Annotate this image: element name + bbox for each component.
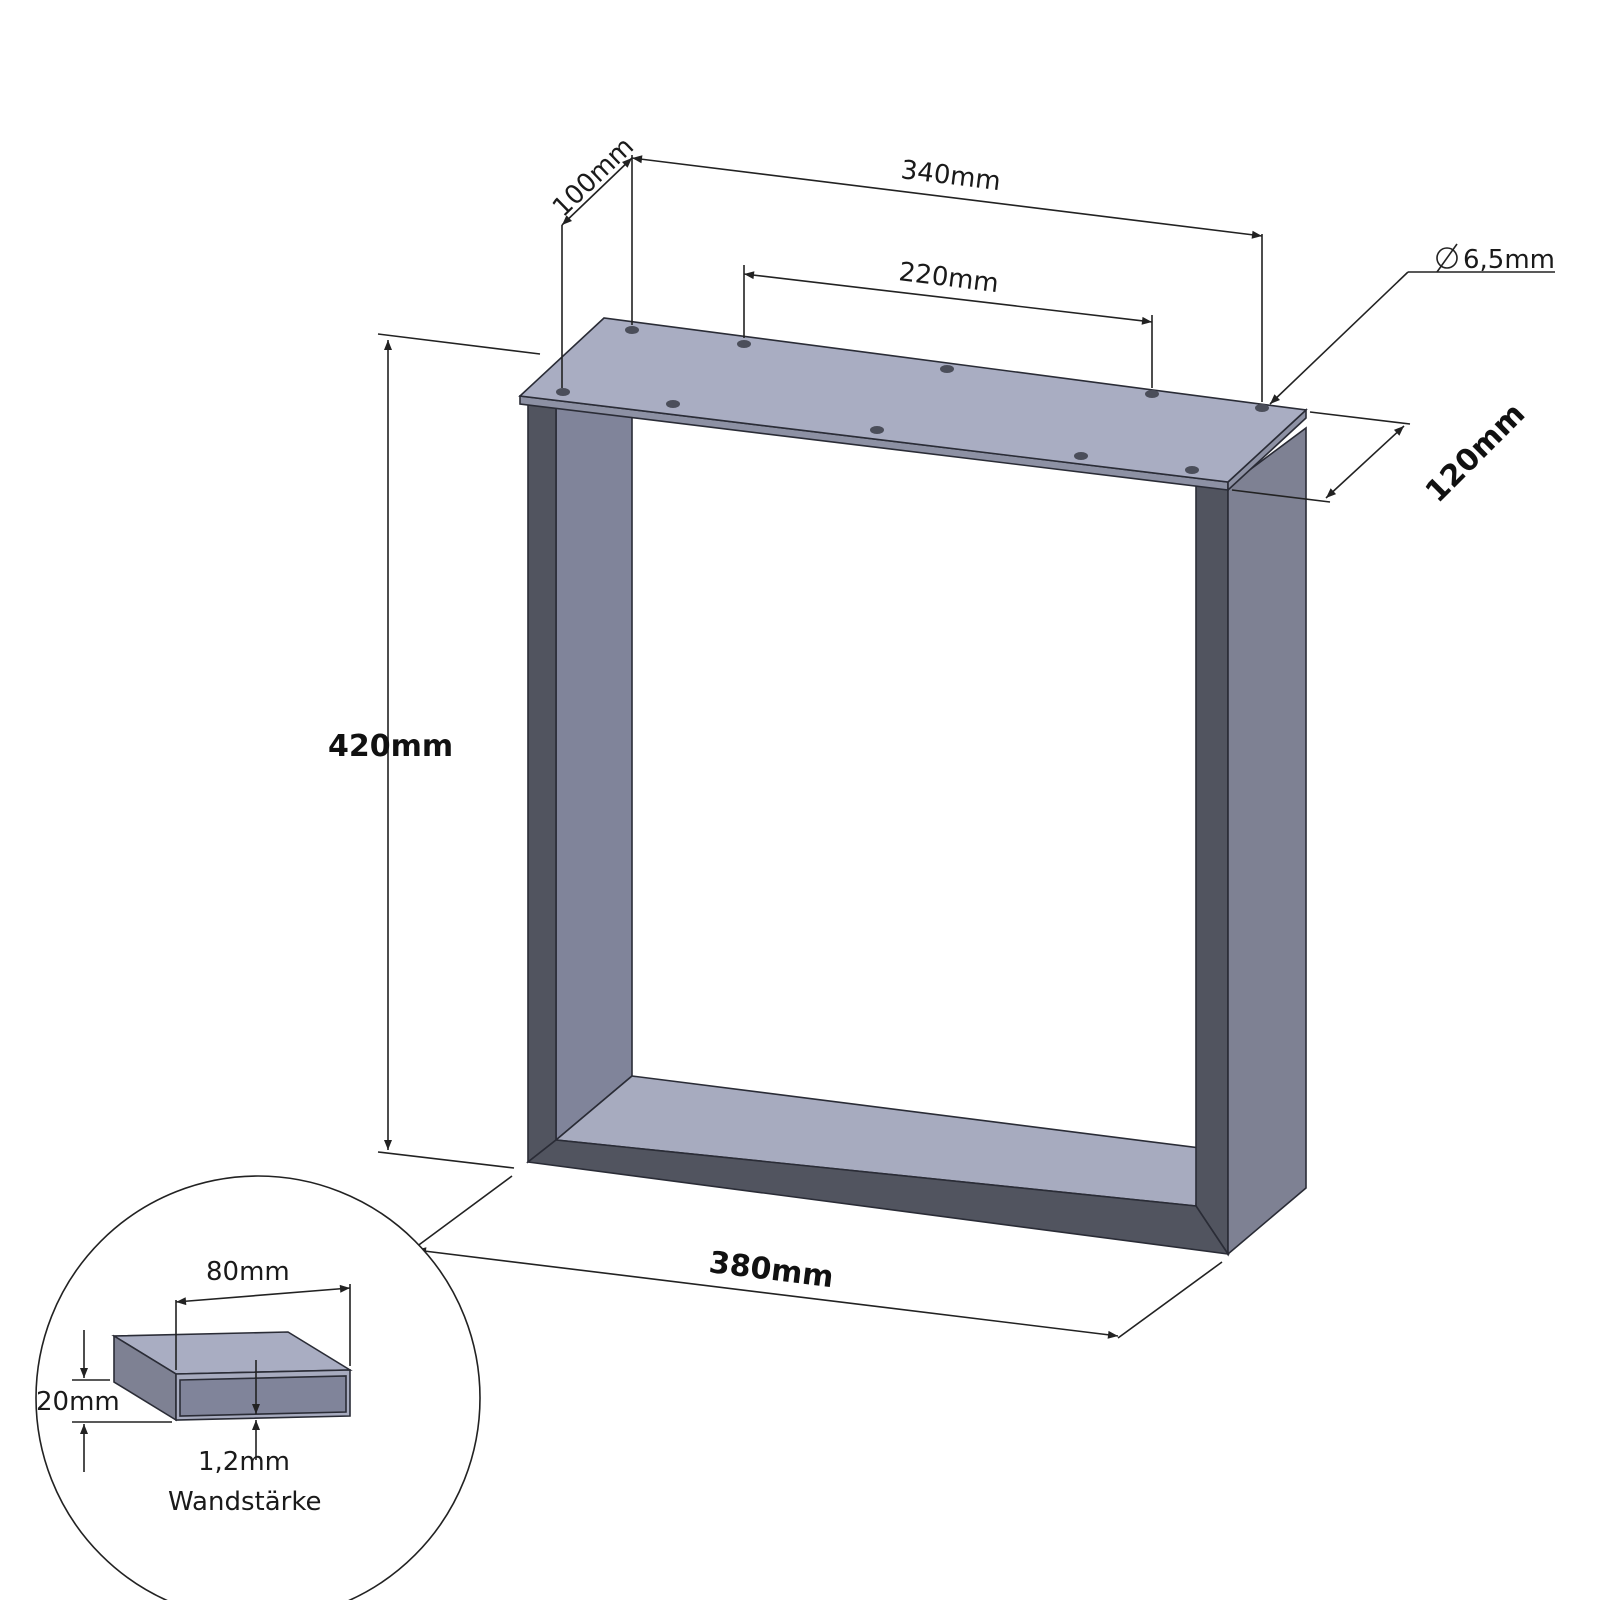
right-post-front: [1195, 479, 1229, 1257]
bottom-bar-front: [526, 1139, 1230, 1256]
dim-height-label: 420mm: [328, 729, 453, 764]
wall-label: Wandstärke: [168, 1487, 321, 1517]
top-plate: [518, 317, 1308, 483]
left-post-front: [527, 397, 557, 1164]
profile-detail: 80mm 20mm 1,2mm Wandstärke: [35, 1175, 481, 1600]
profile-opening: [179, 1375, 347, 1417]
hole-icon: [940, 365, 954, 373]
wall-thickness-label: 1,2mm: [198, 1447, 290, 1477]
dim-hole-span-label: 340mm: [899, 155, 1002, 197]
dim-hole-diameter-label: 6,5mm: [1463, 245, 1555, 275]
u-frame-leg: [518, 317, 1308, 1257]
profile-height-label: 20mm: [36, 1387, 120, 1417]
right-post-side: [1227, 426, 1307, 1256]
hole-icon: [870, 426, 884, 434]
dim-hole-diameter: 6,5mm: [1269, 243, 1555, 405]
diameter-icon: [1436, 243, 1458, 273]
hole-icon: [1145, 390, 1159, 398]
left-inner-wall: [555, 401, 633, 1142]
hole-icon: [556, 388, 570, 396]
dim-depth-top-label: 100mm: [547, 132, 640, 223]
dim-height: 420mm: [328, 333, 541, 1169]
hole-icon: [666, 400, 680, 408]
dim-depth-right-label: 120mm: [1419, 396, 1532, 509]
profile-width-label: 80mm: [206, 1257, 290, 1287]
dim-inner-hole-span-label: 220mm: [897, 257, 1000, 299]
hole-icon: [1185, 466, 1199, 474]
hole-icon: [1074, 452, 1088, 460]
hole-icon: [625, 326, 639, 334]
mounting-holes: [556, 326, 1269, 474]
hole-icon: [737, 340, 751, 348]
hole-icon: [1255, 404, 1269, 412]
